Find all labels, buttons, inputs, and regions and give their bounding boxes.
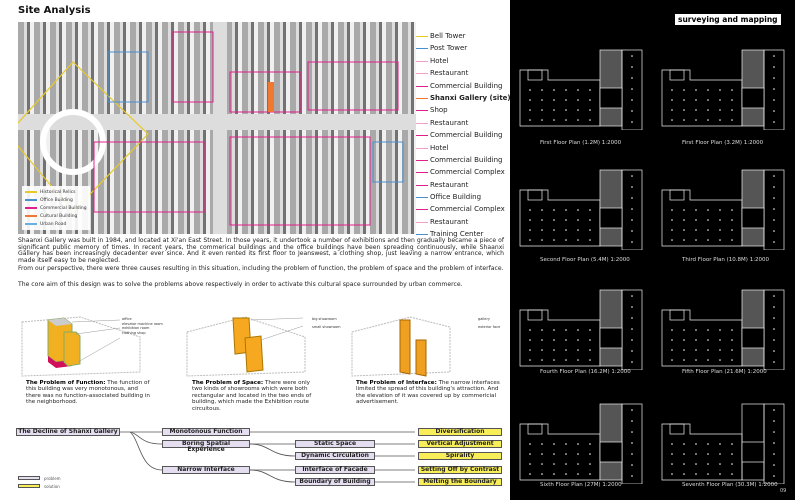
problem-box: Interface of Facade	[295, 466, 375, 474]
map-label: Hotel	[416, 55, 510, 67]
tree-legend: problem solution	[18, 474, 61, 490]
floor-plan-drawing	[661, 169, 785, 250]
floor-plan-drawing	[661, 289, 785, 370]
problem-box: Narrow Interface	[162, 466, 250, 474]
legend-swatch	[25, 223, 37, 225]
surveying-heading: surveying and mapping	[675, 14, 781, 25]
interface-caption: The Problem of Interface: The narrow int…	[356, 380, 500, 406]
legend-swatch	[25, 215, 37, 217]
map-label: Commercial Building	[416, 154, 510, 166]
map-label: Restaurant	[416, 179, 510, 191]
page-number: 09	[780, 488, 787, 494]
solution-box: Setting Off by Contrast	[418, 466, 502, 474]
floor-plan-label: Sixth Floor Plan (27M) 1:2000	[540, 482, 622, 488]
floor-plan-drawing	[519, 289, 643, 370]
problem-box: Dynamic Circulation	[295, 452, 375, 460]
legend-item: Urban Road	[25, 220, 87, 228]
page-title: Site Analysis	[18, 5, 91, 16]
map-label: Office Building	[416, 191, 510, 203]
problem-box: Boring Spatial Experience	[162, 440, 250, 453]
site-analysis-panel: Site Analysis Historical Relics Office B…	[0, 0, 511, 500]
solution-box: Vertical Adjustment	[418, 440, 502, 448]
floor-plan-drawing	[519, 169, 643, 250]
floor-plan-label: Fourth Floor Plan (16.2M) 1:2000	[540, 369, 631, 375]
map-label: Restaurant	[416, 117, 510, 129]
map-label: Post Tower	[416, 42, 510, 54]
floor-plan-label: Fifth Floor Plan (21.6M) 1:2000	[682, 369, 767, 375]
floor-plan-label: First Floor Plan (3.2M) 1:2000	[682, 140, 764, 146]
floor-plan-drawing	[661, 49, 785, 130]
floor-plan-drawing	[519, 403, 643, 484]
tree-root: The Decline of Shanxi Gallery	[16, 428, 120, 436]
problem-box: Monotonous Function	[162, 428, 250, 436]
map-label: Shanxi Gallery (site)	[416, 92, 511, 104]
map-label: Commercial Complex	[416, 203, 510, 215]
problem-box: Static Space	[295, 440, 375, 448]
aim-paragraph: The core aim of this design was to solve…	[18, 281, 463, 288]
legend-item: Historical Relics	[25, 188, 87, 196]
legend-item: Commercial Building	[25, 204, 87, 212]
map-label: Commercial Building	[416, 80, 510, 92]
function-caption: The Problem of Function: The function of…	[26, 380, 150, 406]
function-axonometric	[21, 316, 141, 377]
floor-plan-drawing	[661, 403, 785, 484]
intro-paragraph: Shaanxi Gallery was built in 1984, and l…	[18, 237, 504, 264]
legend-swatch	[25, 207, 37, 209]
space-axonometric	[186, 316, 306, 377]
floor-plan-drawing	[519, 49, 643, 130]
solution-box: Diversification	[418, 428, 502, 436]
map-label: Bell Tower	[416, 30, 510, 42]
map-label: Shop	[416, 104, 510, 116]
aerial-site-map: Historical Relics Office Building Commer…	[18, 22, 416, 234]
solution-box: Melting the Boundary	[418, 478, 502, 486]
map-label: Training Center	[416, 228, 510, 240]
legend-swatch	[25, 199, 37, 201]
space-caption: The Problem of Space: There were only tw…	[192, 380, 312, 412]
decline-tree-connectors	[120, 431, 415, 483]
solution-box: Spirality	[418, 452, 502, 460]
interface-axonometric	[351, 316, 451, 377]
map-label: Commercial Building	[416, 129, 510, 141]
map-label: Restaurant	[416, 67, 510, 79]
legend-item: Cultural Building	[25, 212, 87, 220]
floor-plan-label: Second Floor Plan (5.4M) 1:2000	[540, 257, 630, 263]
problem-box: Boundary of Building	[295, 478, 375, 486]
map-label: Commercial Complex	[416, 166, 510, 178]
map-legend: Historical Relics Office Building Commer…	[22, 186, 90, 230]
causes-paragraph: From our perspective, there were three c…	[18, 265, 504, 272]
floor-plan-label: Seventh Floor Plan (30.3M) 1:2000	[682, 482, 778, 488]
legend-item: Office Building	[25, 196, 87, 204]
map-label: Restaurant	[416, 216, 510, 228]
map-label: Hotel	[416, 142, 510, 154]
floor-plan-label: First Floor Plan (1.2M) 1:2000	[540, 140, 622, 146]
floor-plan-label: Third Floor Plan (10.8M) 1:2000	[682, 257, 770, 263]
legend-swatch	[25, 191, 37, 193]
